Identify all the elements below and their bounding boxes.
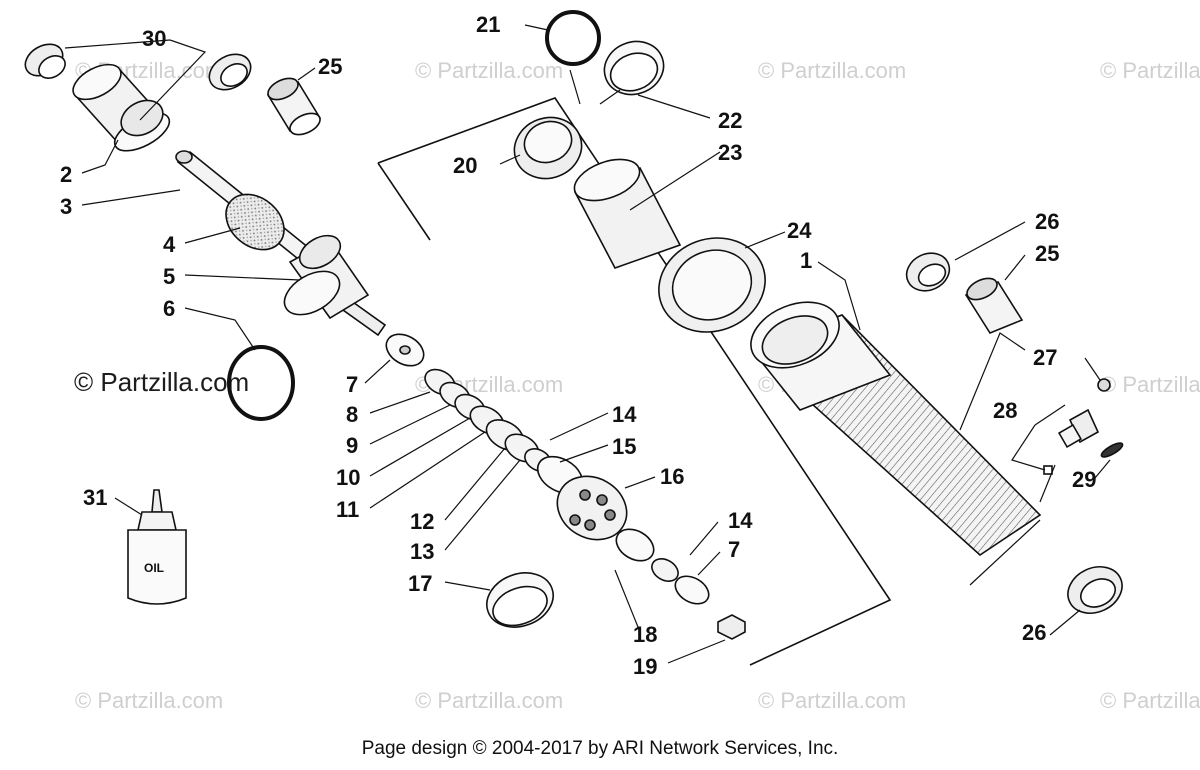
part-17-piston-band [486,572,554,628]
callout-3: 3 [60,194,72,219]
watermark: © Partzilla.com [415,688,564,713]
part-6-o-ring [227,345,295,421]
part-19-nut [717,614,746,640]
part-28-valve [1043,408,1100,475]
part-30-bushing-right [208,53,252,91]
callout-16: 16 [660,464,684,489]
part-7-washer-lower [674,575,710,605]
part-30-bushing-left [24,43,66,79]
callout-15: 15 [612,434,636,459]
callout-29: 29 [1072,467,1096,492]
part-1-shock-body [750,301,1042,557]
callout-26-lower: 26 [1022,620,1046,645]
callout-14: 14 [612,402,637,427]
callout-31: 31 [83,485,107,510]
callout-30: 30 [142,26,166,51]
part-29-seal [1100,442,1124,458]
part-16-piston [556,475,628,541]
watermark: © Partzilla.com [758,58,907,83]
leader-lines [64,24,1111,664]
callout-1: 1 [800,248,812,273]
part-3-shaft [175,150,387,337]
callout-7: 7 [346,372,358,397]
part-27-screw [1097,378,1111,392]
callout-4: 4 [163,232,176,257]
watermark: © Partzilla.com [758,688,907,713]
footer-copyright: Page design © 2004-2017 by ARI Network S… [361,738,839,759]
assembly-bracket [377,97,892,666]
callout-14-lower: 14 [728,508,753,533]
callout-24: 24 [787,218,812,243]
part-14-washer [615,528,655,562]
callout-25: 25 [318,54,342,79]
callout-18: 18 [633,622,657,647]
part-22-ring [603,40,665,96]
callout-5: 5 [163,264,175,289]
watermark: © Partzilla.com [1100,58,1200,83]
watermark: © Partzilla.com [75,688,224,713]
callout-26: 26 [1035,209,1059,234]
callout-13: 13 [410,539,434,564]
oil-bottle-label: OIL [144,561,164,575]
part-7-hole [399,345,411,355]
callout-25-right: 25 [1035,241,1059,266]
callout-10: 10 [336,465,360,490]
part-24-collar [658,237,766,333]
callout-6: 6 [163,296,175,321]
callout-23: 23 [718,140,742,165]
callout-20: 20 [453,153,477,178]
washer-stack [385,333,584,495]
part-washer [651,558,679,582]
callout-2: 2 [60,162,72,187]
callout-21: 21 [476,12,500,37]
callout-28: 28 [993,398,1017,423]
part-21-o-ring [545,10,601,66]
watermark: © Partzilla.com [1100,688,1200,713]
part-25-sleeve-upper [266,77,322,136]
assembly-bracket [377,162,431,241]
callout-8: 8 [346,402,358,427]
part-25-sleeve-lower [964,277,1024,334]
part-20-reservoir-piston [513,116,583,180]
part-31-oil-bottle [127,489,187,605]
callout-19: 19 [633,654,657,679]
callout-17: 17 [408,571,432,596]
part-2-eyelet [72,63,171,152]
callout-12: 12 [410,509,434,534]
watermark: © Partzilla.com [415,58,564,83]
watermark: © Partzilla.com [1100,372,1200,397]
part-23-bushing [573,158,682,269]
part-5-seal-head [283,234,370,320]
callout-9: 9 [346,433,358,458]
callout-11: 11 [336,497,359,522]
watermark-dark: © Partzilla.com [74,367,250,397]
part-26-bushing-lower [1067,566,1123,614]
callout-7-lower: 7 [728,537,740,562]
part-4-bump-stop [225,193,285,251]
callout-27: 27 [1033,345,1057,370]
callout-22: 22 [718,108,742,133]
part-26-bushing-upper [905,252,951,292]
